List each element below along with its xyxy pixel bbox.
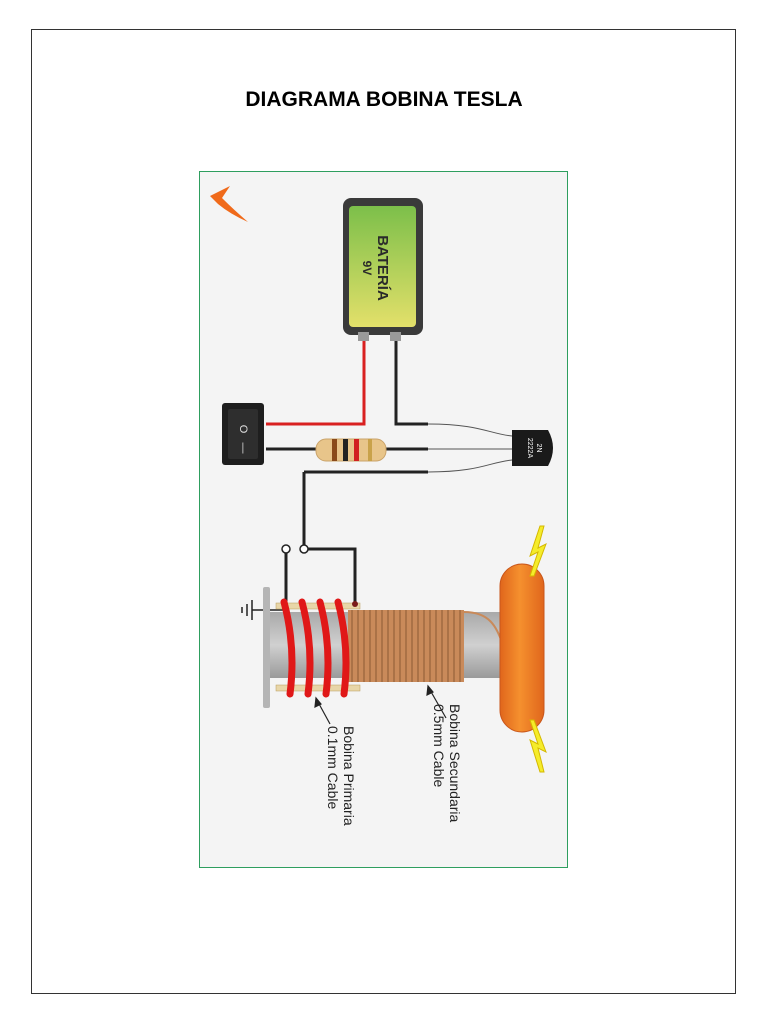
spark-bottom-icon [529,719,547,773]
primary-coil-label-line1: Bobina Primaria [341,726,357,826]
resistor-band-1 [332,439,337,461]
primary-coil [275,598,361,698]
terminal-dot-ground [281,544,291,554]
battery-terminal-positive [358,332,369,341]
orange-chevron-logo-icon [210,186,248,222]
transistor-label-line2: 2222A [526,438,533,459]
black-wire-to-primary [302,472,357,602]
resistor-band-2 [343,439,348,461]
switch-on-symbol: — [237,443,249,454]
red-wire [266,341,366,426]
secondary-coil-label-line2: 0.5mm Cable [431,704,447,787]
resistor [315,438,387,462]
page-title: DIAGRAMA BOBINA TESLA [245,88,523,111]
battery-label: BATERÍA [374,235,391,301]
battery-9v: BATERÍA 9V [343,198,423,341]
secondary-coil-label-line1: Bobina Secundaria [447,704,463,823]
primary-coil-label-line2: 0.1mm Cable [325,726,341,809]
secondary-coil [348,610,503,682]
battery-voltage: 9V [360,261,374,276]
resistor-band-3 [354,439,359,461]
top-load-toroid [499,563,545,733]
power-switch: O — [222,403,264,465]
page-frame [31,29,736,994]
spark-top-icon [529,525,547,577]
switch-off-symbol: O [237,425,249,434]
transistor-label-line1: 2N [535,444,542,453]
tesla-coil-diagram: BATERÍA 9V O — [199,171,568,868]
transistor-2n2222a: 2N 2222A [512,430,553,466]
coil-end-plate [263,587,270,708]
terminal-dot-primary [299,544,309,554]
circuit-wires [266,341,513,602]
battery-terminal-negative [390,332,401,341]
label-arrows [314,684,447,725]
black-wire-battery-to-transistor [394,341,428,426]
resistor-band-4 [368,439,372,461]
